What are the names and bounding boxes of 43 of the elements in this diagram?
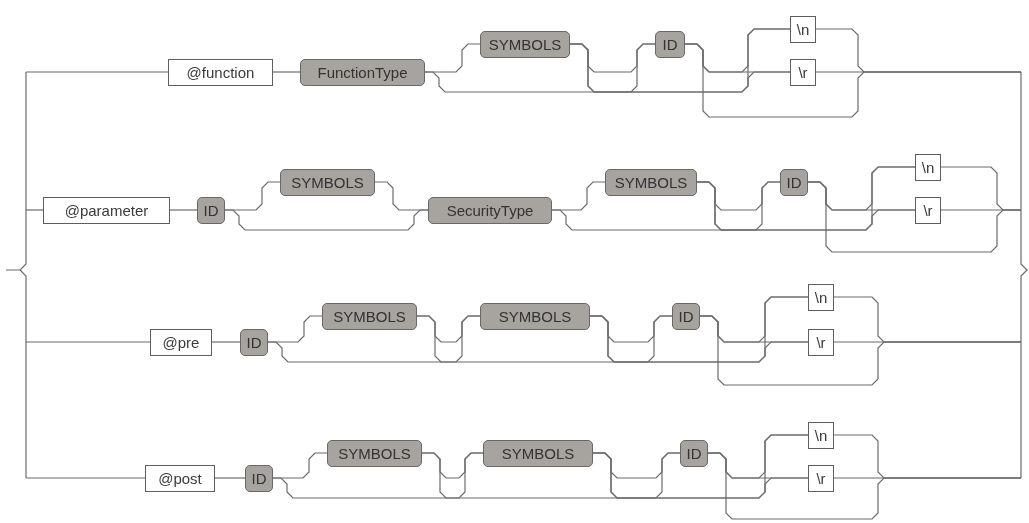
terminal-box: \r	[790, 58, 816, 86]
nonterminal-box: FunctionType	[300, 58, 425, 86]
rail-brace	[1020, 71, 1029, 479]
nonterminal-box: SecurityType	[428, 196, 552, 224]
nonterminal-box: ID	[197, 196, 225, 224]
rail-connector	[25, 71, 169, 73]
terminal-box: @parameter	[43, 196, 170, 224]
rail-connector	[833, 341, 1022, 343]
terminal-box: \r	[808, 464, 834, 492]
rail-connector	[211, 341, 241, 343]
terminal-box: @function	[168, 58, 273, 86]
nonterminal-box: SYMBOLS	[327, 439, 422, 467]
rail-connector	[374, 181, 429, 211]
terminal-box: \r	[808, 328, 834, 356]
nonterminal-box: SYMBOLS	[480, 302, 590, 330]
terminal-box: \n	[808, 283, 834, 311]
rail-connector	[940, 209, 1022, 211]
rail-brace	[5, 71, 27, 479]
terminal-box: \n	[808, 421, 834, 449]
rail-connector	[815, 71, 1022, 73]
nonterminal-box: SYMBOLS	[605, 168, 697, 196]
terminal-box: @post	[145, 464, 215, 492]
nonterminal-box: ID	[680, 439, 708, 467]
rail-connector	[25, 341, 151, 343]
nonterminal-box: ID	[672, 302, 700, 330]
nonterminal-box: SYMBOLS	[322, 302, 417, 330]
rail-connector	[272, 71, 301, 73]
rail-connector	[25, 209, 44, 211]
terminal-box: \r	[915, 196, 941, 224]
terminal-box: @pre	[150, 328, 212, 356]
nonterminal-box: SYMBOLS	[480, 30, 570, 58]
nonterminal-box: ID	[240, 328, 268, 356]
terminal-box: \n	[915, 153, 941, 181]
rail-connector	[25, 477, 146, 479]
terminal-box: \n	[790, 15, 816, 43]
rail-connector	[214, 477, 246, 479]
nonterminal-box: ID	[780, 168, 808, 196]
nonterminal-box: ID	[245, 464, 273, 492]
nonterminal-box: SYMBOLS	[280, 168, 375, 196]
nonterminal-box: ID	[655, 30, 685, 58]
nonterminal-box: SYMBOLS	[483, 439, 593, 467]
rail-connector	[833, 477, 1022, 479]
rail-connector	[169, 209, 198, 211]
